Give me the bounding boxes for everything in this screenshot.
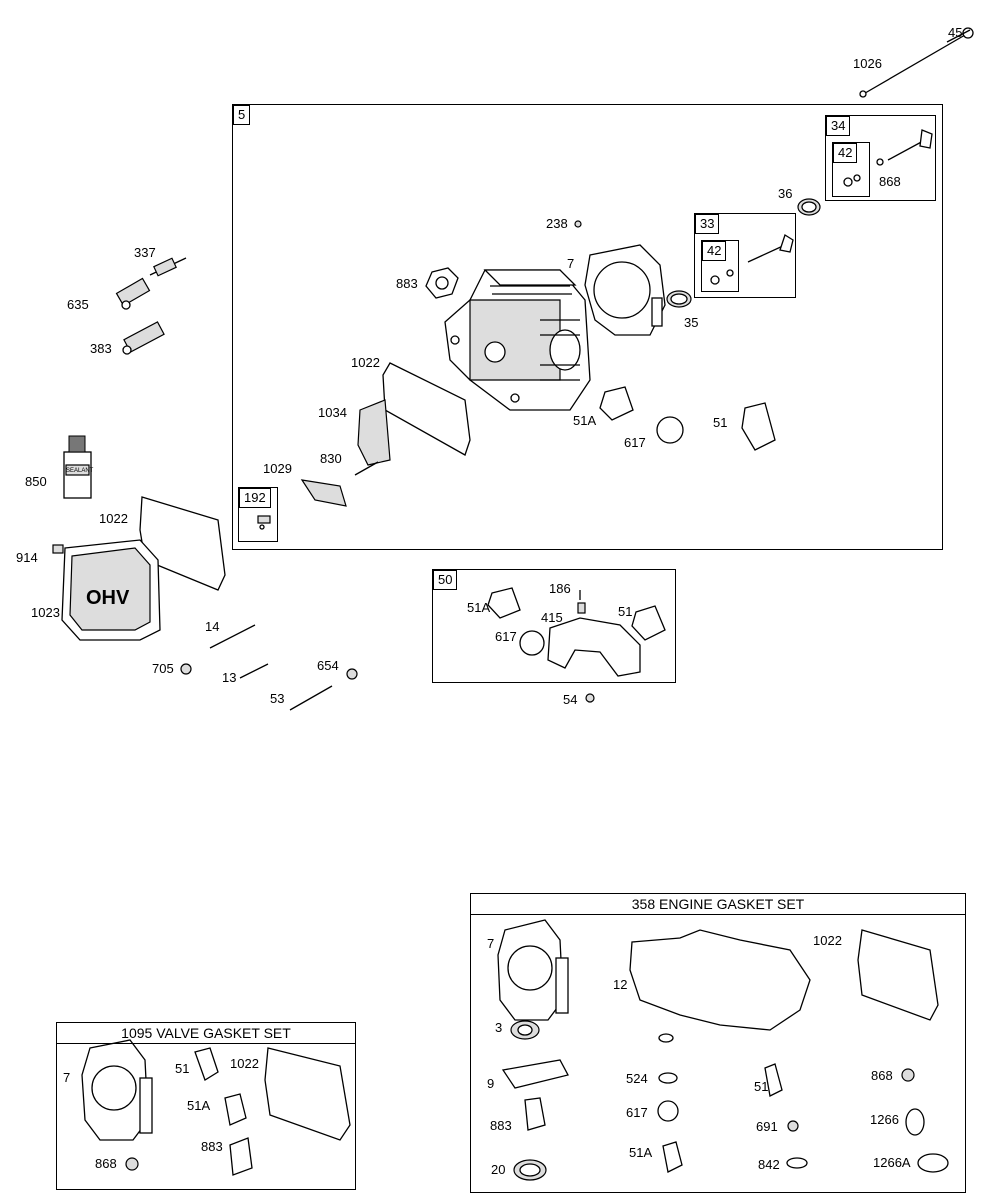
label-1023: 1023 [31, 605, 60, 620]
box-50-tag: 50 [433, 570, 458, 590]
head-gasket-drawing [584, 244, 666, 336]
box-34-inner-tag: 42 [833, 143, 858, 163]
label-1022-cover: 1022 [99, 511, 128, 526]
label-617-manifold: 617 [495, 629, 517, 644]
label-53: 53 [270, 691, 285, 706]
label-830: 830 [320, 451, 342, 466]
label-337: 337 [134, 245, 156, 260]
label-617: 617 [624, 435, 646, 450]
valve-set-label-1022: 1022 [230, 1056, 259, 1071]
label-705: 705 [152, 661, 174, 676]
valve-gasket-set-title: 1095 VALVE GASKET SET [57, 1023, 355, 1044]
label-51A: 51A [573, 413, 597, 428]
gasket-set-label-9: 9 [487, 1076, 495, 1091]
cylinder-head-drawing [444, 269, 591, 411]
gasket-set-label-20: 20 [491, 1162, 506, 1177]
valves-drawing [710, 129, 933, 285]
gasket-set-label-842: 842 [758, 1157, 780, 1172]
label-45: 45 [948, 25, 963, 40]
assembly-box-50: 50 [432, 569, 676, 683]
box-33-tag: 33 [695, 214, 720, 234]
valve-set-label-51A: 51A [187, 1098, 211, 1113]
gasket-set-label-617: 617 [626, 1105, 648, 1120]
label-1026: 1026 [853, 56, 882, 71]
valve-springs-drawing [666, 198, 821, 308]
label-186: 186 [549, 581, 571, 596]
label-1034: 1034 [318, 405, 347, 420]
box-34-inner: 42 [832, 142, 870, 197]
engine-gasket-set-title: 358 ENGINE GASKET SET [471, 894, 965, 915]
label-635: 635 [67, 297, 89, 312]
label-914: 914 [16, 550, 38, 565]
assembly-box-5: 5 [232, 104, 943, 550]
gasket-set-label-1022: 1022 [813, 933, 842, 948]
box-33-inner-tag: 42 [702, 241, 727, 261]
valve-set-label-883: 883 [201, 1139, 223, 1154]
valve-set-drawings [81, 1039, 351, 1176]
sealant-tube-drawing [63, 435, 92, 499]
gasket-set-drawings [497, 919, 949, 1181]
gasket-set-label-524: 524 [626, 1071, 648, 1086]
deflector-drawing [300, 479, 347, 507]
label-415: 415 [541, 610, 563, 625]
label-383: 383 [90, 341, 112, 356]
pushrod-drawing [859, 27, 974, 98]
rocker-gasket-drawing [382, 362, 471, 456]
gasket-set-label-51: 51 [754, 1079, 769, 1094]
label-54: 54 [563, 692, 578, 707]
gasket-set-label-1266: 1266 [870, 1112, 899, 1127]
svg-text:OHV: OHV [86, 587, 130, 609]
gasket-set-label-883: 883 [490, 1118, 512, 1133]
label-654: 654 [317, 658, 339, 673]
label-51-manifold: 51 [618, 604, 633, 619]
gasket-set-label-691: 691 [756, 1119, 778, 1134]
valve-gasket-set-box: 1095 VALVE GASKET SET [56, 1022, 356, 1190]
valve-set-label-868: 868 [95, 1156, 117, 1171]
gasket-set-label-3: 3 [495, 1020, 503, 1035]
label-13: 13 [222, 670, 237, 685]
gasket-set-label-12: 12 [613, 977, 628, 992]
valve-set-label-7: 7 [63, 1070, 71, 1085]
gasket-51A-drawing [599, 386, 634, 421]
valve-cover-drawing: OHV [61, 539, 161, 641]
label-850: 850 [25, 474, 47, 489]
label-51A-manifold: 51A [467, 600, 491, 615]
assembly-box-33: 33 42 [694, 213, 796, 298]
cover-gasket-drawing [139, 496, 226, 591]
label-51: 51 [713, 415, 728, 430]
gasket-set-label-7: 7 [487, 936, 495, 951]
label-14: 14 [205, 619, 220, 634]
box-34-tag: 34 [826, 116, 851, 136]
label-868: 868 [879, 174, 901, 189]
label-1029: 1029 [263, 461, 292, 476]
label-35: 35 [684, 315, 699, 330]
gasket-set-label-868: 868 [871, 1068, 893, 1083]
box-33-inner: 42 [701, 240, 739, 292]
intake-manifold-drawing [487, 587, 666, 703]
label-238: 238 [546, 216, 568, 231]
assembly-box-192: 192 [238, 487, 278, 542]
valve-set-label-51: 51 [175, 1061, 190, 1076]
box-192-tag: 192 [239, 488, 271, 508]
sealant-tube-text: SEALANT [66, 468, 94, 474]
assembly-box-34: 34 42 [825, 115, 936, 201]
label-883: 883 [396, 276, 418, 291]
spark-plug-drawing [115, 257, 187, 355]
breather-plate-drawing [357, 399, 391, 466]
label-1022: 1022 [351, 355, 380, 370]
label-7: 7 [567, 256, 575, 271]
label-36: 36 [778, 186, 793, 201]
engine-gasket-set-box: 358 ENGINE GASKET SET [470, 893, 966, 1193]
gasket-51-drawing [741, 402, 776, 451]
gasket-set-label-51A: 51A [629, 1145, 653, 1160]
box-5-tag: 5 [233, 105, 251, 125]
gasket-set-label-1266A: 1266A [873, 1155, 911, 1170]
